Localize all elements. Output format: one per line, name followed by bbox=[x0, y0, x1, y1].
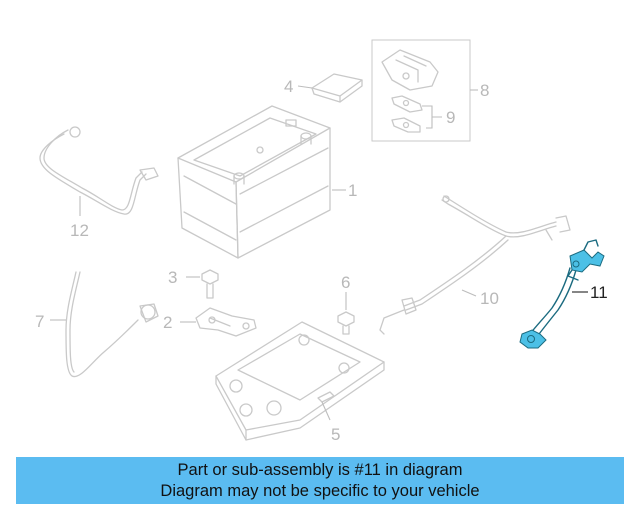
parts-diagram: 1 2 3 4 5 6 7 8 9 10 11 12 bbox=[35, 39, 608, 444]
leader-5 bbox=[321, 401, 331, 421]
callout-2: 2 bbox=[163, 313, 172, 332]
part-11-cable-highlighted[interactable] bbox=[519, 239, 605, 349]
callout-10: 10 bbox=[480, 289, 499, 308]
part-3-bolt[interactable] bbox=[201, 269, 219, 299]
part-2-clamp[interactable] bbox=[195, 307, 257, 337]
part-9-clips[interactable] bbox=[391, 95, 423, 133]
part-7-cable[interactable] bbox=[65, 271, 159, 378]
callout-7: 7 bbox=[35, 312, 44, 331]
part-6-bolt[interactable] bbox=[337, 311, 355, 335]
banner-line-2: Diagram may not be specific to your vehi… bbox=[160, 482, 480, 500]
callout-8: 8 bbox=[480, 81, 489, 100]
leader-9 bbox=[422, 105, 442, 129]
info-banner: Part or sub-assembly is #11 in diagram D… bbox=[16, 457, 624, 504]
leader-4 bbox=[297, 85, 313, 89]
callout-5: 5 bbox=[331, 425, 340, 444]
callout-4: 4 bbox=[284, 77, 293, 96]
callout-12: 12 bbox=[70, 221, 89, 240]
part-5-tray[interactable] bbox=[215, 321, 385, 441]
leader-10 bbox=[461, 289, 477, 297]
banner-line-1: Part or sub-assembly is #11 in diagram bbox=[177, 461, 463, 479]
callout-1: 1 bbox=[348, 181, 357, 200]
callout-6: 6 bbox=[341, 273, 350, 292]
callout-11: 11 bbox=[590, 283, 608, 302]
part-10-cable[interactable] bbox=[379, 195, 571, 335]
part-4-cover[interactable] bbox=[311, 73, 363, 103]
part-12-cable[interactable] bbox=[39, 126, 159, 215]
part-1-battery[interactable] bbox=[177, 105, 331, 259]
callout-9: 9 bbox=[446, 108, 455, 127]
callout-3: 3 bbox=[168, 268, 177, 287]
